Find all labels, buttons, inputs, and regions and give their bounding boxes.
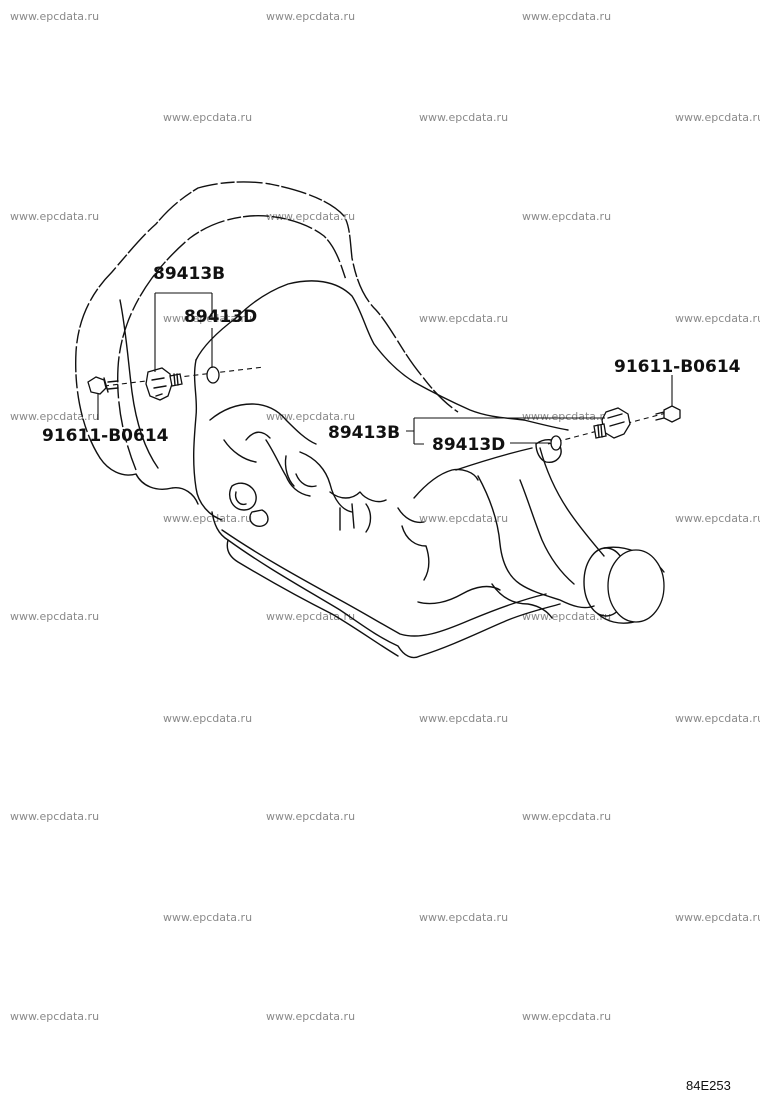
extension-housing-inner — [519, 479, 575, 585]
case-lower-left — [192, 359, 223, 521]
bolt-head — [663, 405, 681, 423]
watermark: www.epcdata.ru — [419, 312, 508, 325]
watermark: www.epcdata.ru — [10, 410, 99, 423]
watermark-layer: www.epcdata.ru www.epcdata.ru www.epcdat… — [10, 10, 760, 1023]
watermark: www.epcdata.ru — [266, 810, 355, 823]
watermark: www.epcdata.ru — [266, 410, 355, 423]
watermark: www.epcdata.ru — [419, 911, 508, 924]
case-boss-right — [249, 509, 269, 527]
right-sensor-group — [547, 405, 681, 451]
case-web-3 — [299, 451, 353, 513]
watermark: www.epcdata.ru — [522, 210, 611, 223]
oil-pan-edge — [226, 539, 399, 657]
case-boss-left — [228, 482, 257, 511]
watermark: www.epcdata.ru — [675, 712, 760, 725]
bell-housing-rib — [119, 299, 159, 469]
callout-labels: 89413B 89413D 91611-B0614 89413B 89413D … — [42, 264, 741, 455]
extension-housing-top — [455, 419, 569, 471]
case-web-2 — [284, 455, 317, 488]
bell-housing-lower-edge — [99, 457, 199, 505]
watermark: www.epcdata.ru — [675, 111, 760, 124]
watermark: www.epcdata.ru — [522, 1010, 611, 1023]
watermark: www.epcdata.ru — [163, 712, 252, 725]
sensor-shaft-ribs — [597, 424, 603, 438]
case-upper-contour — [195, 280, 525, 421]
pan-rib-2 — [491, 583, 553, 619]
right-o-ring — [550, 435, 562, 451]
transmission-illustration — [75, 181, 665, 659]
right-bolt — [655, 405, 681, 423]
left-o-ring — [206, 366, 220, 384]
left-sensor-group — [87, 366, 265, 401]
pan-rib — [417, 585, 501, 605]
sensor-connector — [607, 413, 625, 427]
watermark: www.epcdata.ru — [163, 111, 252, 124]
watermark: www.epcdata.ru — [163, 911, 252, 924]
watermark: www.epcdata.ru — [163, 512, 252, 525]
case-web-5 — [339, 503, 372, 533]
oil-pan — [211, 511, 561, 659]
leader-lines — [97, 292, 673, 445]
right-speed-sensor — [593, 407, 631, 439]
watermark: www.epcdata.ru — [675, 312, 760, 325]
left-speed-sensor — [145, 367, 183, 401]
callout-right-oring[interactable]: 89413D — [432, 435, 505, 455]
sensor-shaft-ribs — [173, 373, 179, 386]
extension-housing-lower — [477, 475, 595, 609]
watermark: www.epcdata.ru — [522, 410, 611, 423]
case-web-9 — [223, 431, 271, 463]
bolt-shank — [107, 380, 119, 390]
watermark: www.epcdata.ru — [266, 610, 355, 623]
left-assembly-axis — [103, 366, 265, 387]
watermark: www.epcdata.ru — [10, 210, 99, 223]
watermark: www.epcdata.ru — [522, 810, 611, 823]
bolt-shank — [655, 411, 665, 421]
watermark: www.epcdata.ru — [266, 1010, 355, 1023]
case-web-4 — [329, 491, 387, 503]
watermark: www.epcdata.ru — [675, 512, 760, 525]
right-sensor-boss — [535, 439, 562, 463]
sensor-shaft — [169, 373, 183, 387]
bolt-washer — [103, 377, 109, 393]
callout-right-bolt[interactable]: 91611-B0614 — [614, 357, 741, 377]
bolt-head — [87, 376, 107, 395]
watermark: www.epcdata.ru — [266, 210, 355, 223]
watermark: www.epcdata.ru — [419, 712, 508, 725]
watermark: www.epcdata.ru — [10, 10, 99, 23]
watermark: www.epcdata.ru — [10, 610, 99, 623]
case-web-8 — [413, 468, 479, 499]
oil-pan-flange — [221, 529, 547, 637]
callout-right-sensor[interactable]: 89413B — [328, 423, 400, 443]
watermark: www.epcdata.ru — [10, 1010, 99, 1023]
watermark: www.epcdata.ru — [266, 10, 355, 23]
extension-housing-body — [539, 447, 605, 557]
watermark: www.epcdata.ru — [419, 111, 508, 124]
callout-left-bolt[interactable]: 91611-B0614 — [42, 426, 169, 446]
left-bolt — [87, 376, 119, 395]
watermark: www.epcdata.ru — [522, 610, 611, 623]
callout-left-oring[interactable]: 89413D — [184, 307, 257, 327]
case-web-6 — [209, 403, 317, 445]
diagram-id: 84E253 — [686, 1078, 731, 1093]
watermark: www.epcdata.ru — [10, 810, 99, 823]
watermark: www.epcdata.ru — [419, 512, 508, 525]
sensor-shaft — [593, 423, 607, 439]
sensor-body — [145, 367, 173, 401]
watermark: www.epcdata.ru — [522, 10, 611, 23]
case-boss-left-inner — [234, 491, 247, 506]
watermark: www.epcdata.ru — [675, 911, 760, 924]
leader-right-sensor — [406, 417, 605, 444]
case-web-7 — [397, 507, 430, 581]
case-web-1 — [265, 439, 311, 497]
leader-left-sensor — [154, 292, 212, 372]
watermark: www.epcdata.ru — [163, 312, 252, 325]
bell-housing-outline — [75, 181, 459, 459]
leader-right-oring — [414, 442, 550, 445]
bell-housing-flange — [116, 214, 347, 471]
tail-housing-end — [607, 549, 665, 623]
sensor-connector — [151, 377, 167, 397]
callout-left-sensor[interactable]: 89413B — [153, 264, 225, 284]
